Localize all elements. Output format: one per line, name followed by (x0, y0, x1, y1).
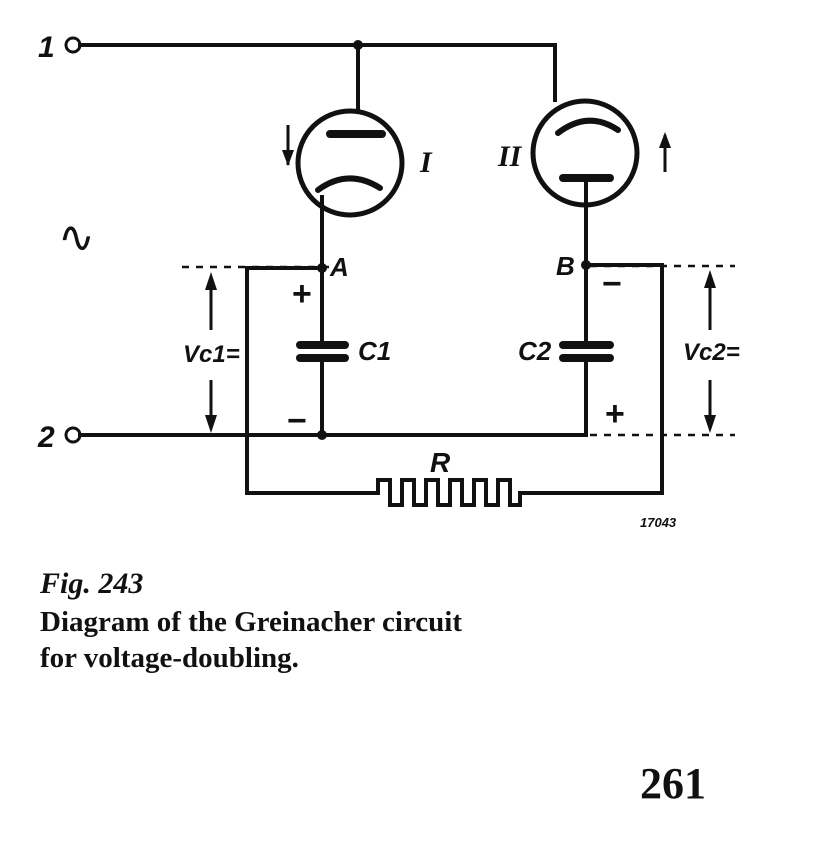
tube-2-current-arrow (659, 132, 671, 172)
vc2-dimension-arrows (704, 270, 716, 433)
terminal-2-circle (64, 426, 82, 444)
caption-line-1: Diagram of the Greinacher circuit (40, 606, 463, 638)
circuit-diagram: 1 2 ∿ I II A B C1 C2 Vc1= Vc2= R + − − +… (37, 31, 740, 530)
ac-source-symbol: ∿ (58, 213, 95, 262)
terminal-1-label: 1 (38, 31, 55, 64)
tube-1-current-arrow (282, 125, 294, 166)
resistor-r (376, 478, 522, 507)
page-number: 261 (640, 759, 706, 808)
figure-caption: Fig. 243 Diagram of the Greinacher circu… (40, 566, 760, 676)
figure-label: Fig. 243 (40, 567, 144, 600)
tube-2-label: II (497, 140, 523, 173)
capacitor-c2 (559, 341, 614, 362)
capacitor-c1 (296, 341, 349, 362)
c2-minus-sign: − (602, 265, 622, 303)
resistor-r-label: R (430, 447, 451, 478)
node-b-label: B (556, 251, 575, 281)
top-wire (78, 43, 557, 102)
tube-1-label: I (419, 146, 433, 179)
voltage-vc2-label: Vc2= (683, 339, 740, 366)
caption-line-2: for voltage-doubling. (40, 642, 299, 674)
tube-1 (295, 108, 405, 218)
node-a-label: A (329, 252, 349, 282)
drawing-number: 17043 (640, 515, 677, 530)
c1-minus-sign: − (287, 402, 307, 440)
node-a-wire (245, 266, 380, 495)
voltage-vc1-label: Vc1= (183, 341, 240, 368)
c1-plus-sign: + (292, 275, 312, 313)
terminal-2-label: 2 (37, 421, 55, 454)
caption-text: Diagram of the Greinacher circuit for vo… (40, 604, 760, 676)
terminal-1-circle (64, 36, 82, 54)
vc1-dimension-arrows (205, 272, 217, 433)
node-b-wire (518, 263, 664, 495)
capacitor-c1-label: C1 (358, 336, 391, 366)
capacitor-c2-label: C2 (518, 336, 552, 366)
c2-plus-sign: + (605, 395, 625, 433)
